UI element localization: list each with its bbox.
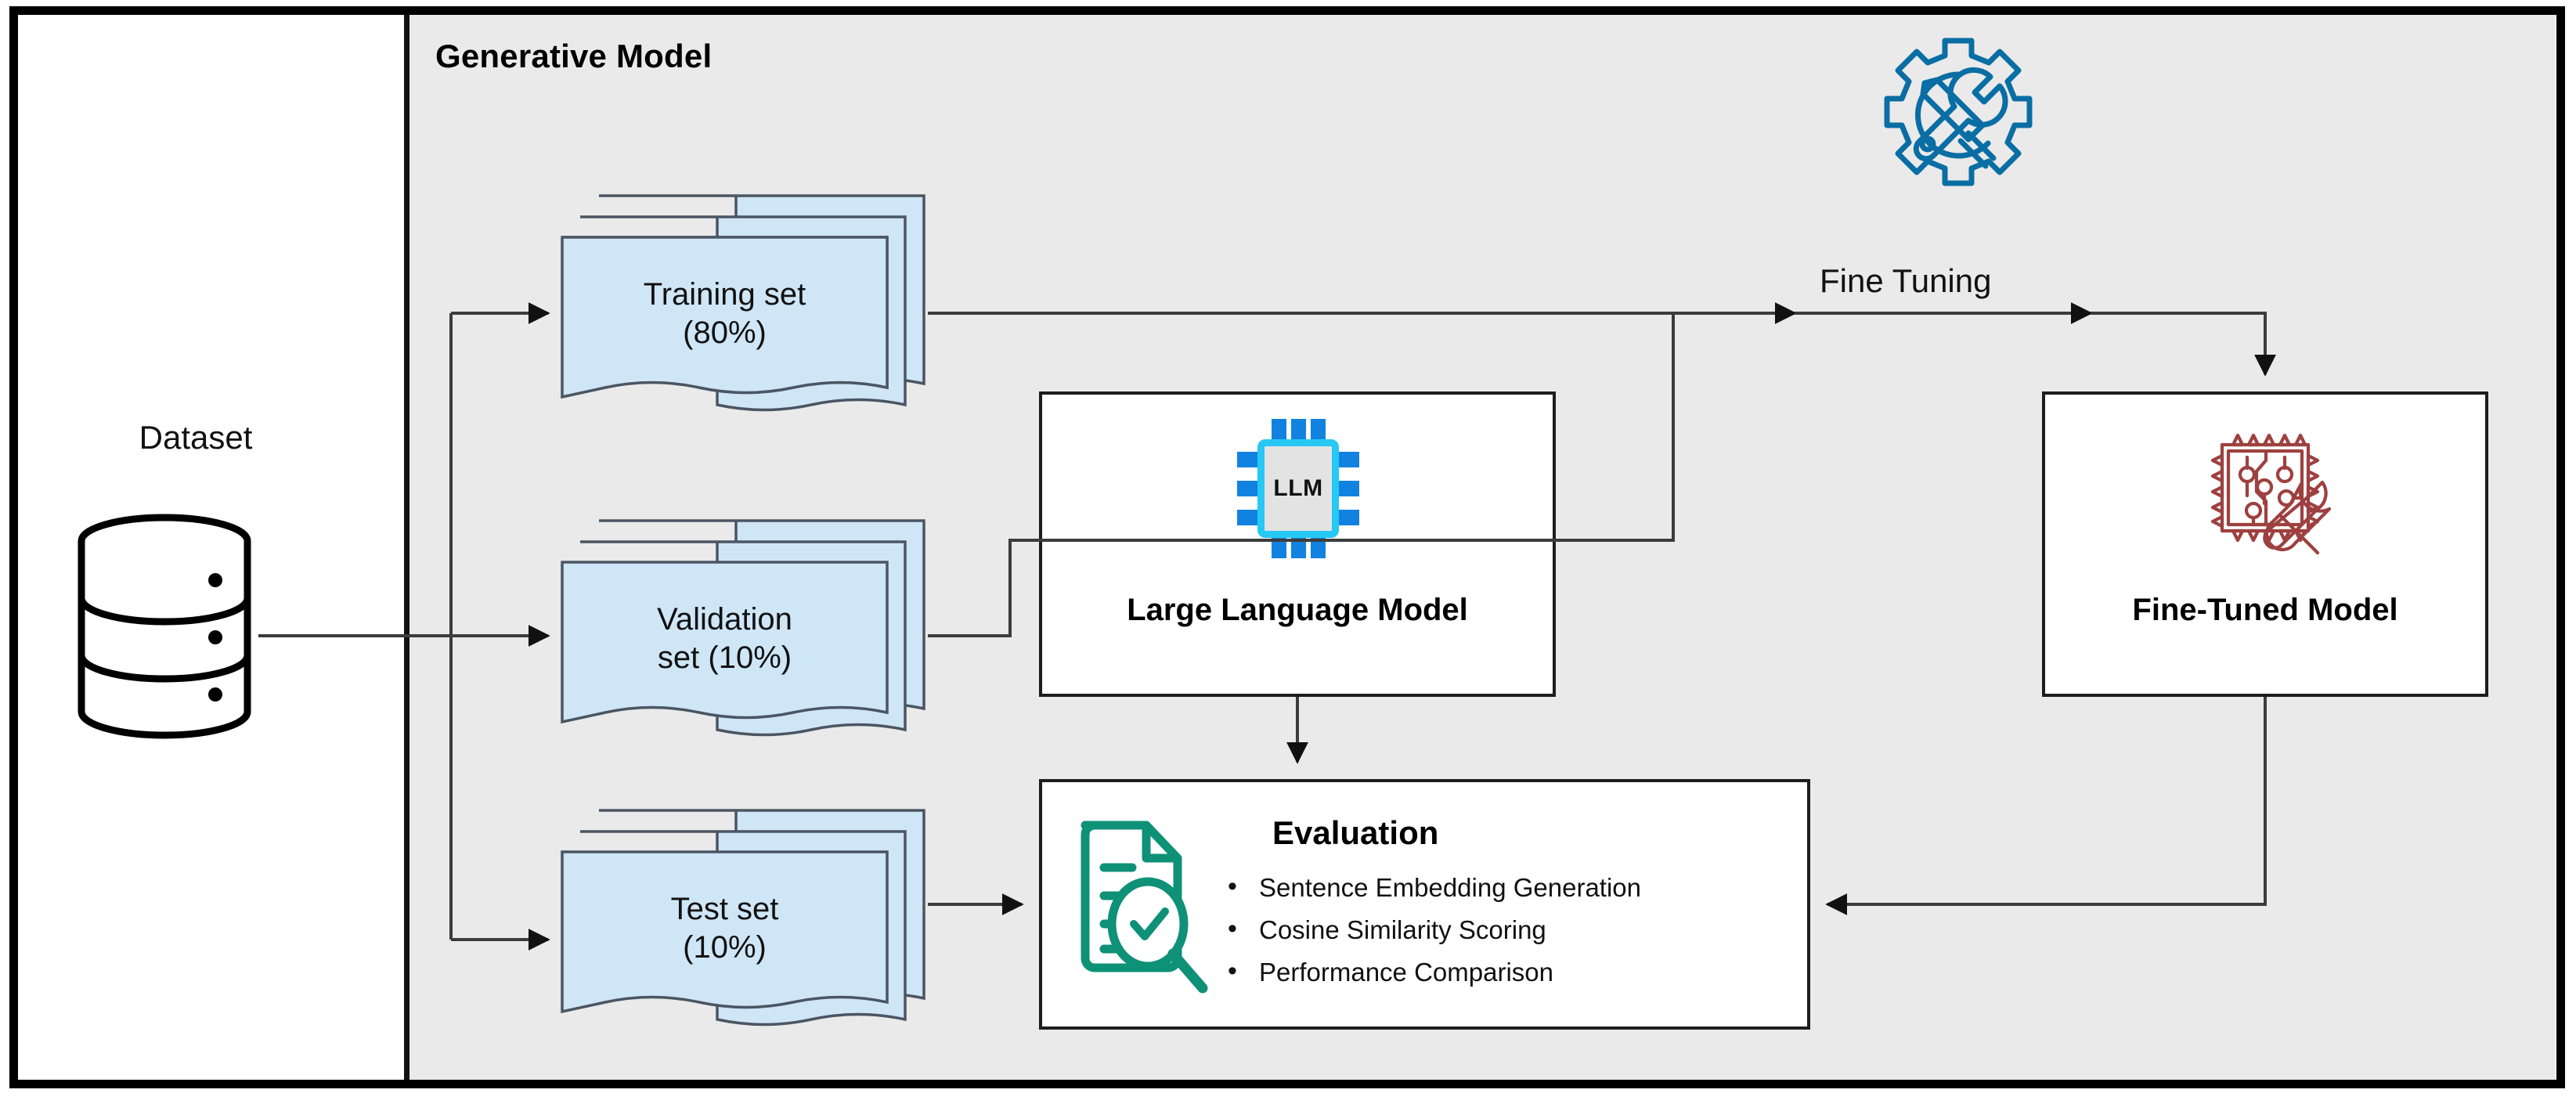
chip-label: LLM xyxy=(1273,475,1323,501)
fine-tuning-label: Fine Tuning xyxy=(1820,262,1992,299)
document-magnifier-check-icon xyxy=(1073,814,1229,994)
document-stack-icon-validation xyxy=(560,517,928,752)
cpu-chip-icon: LLM xyxy=(1237,419,1359,558)
gear-wrench-screwdriver-icon xyxy=(1873,30,2044,200)
list-item: Cosine Similarity Scoring xyxy=(1221,914,1641,945)
generative-model-title: Generative Model xyxy=(435,38,713,74)
chip-wrench-screwdriver-icon xyxy=(2192,423,2349,583)
evaluation-item-list: Sentence Embedding Generation Cosine Sim… xyxy=(1221,871,1641,1000)
document-stack-icon-test xyxy=(560,806,928,1041)
list-item: Sentence Embedding Generation xyxy=(1221,871,1641,903)
evaluation-title: Evaluation xyxy=(1272,814,1439,851)
database-cylinder-icon xyxy=(74,513,254,740)
label-test-set: Test set (10%) xyxy=(670,891,779,965)
label-training-set: Training set (80%) xyxy=(643,276,806,350)
document-stack-icon-training xyxy=(560,192,928,427)
label-validation-set: Validation set (10%) xyxy=(657,601,792,675)
list-item: Performance Comparison xyxy=(1221,956,1641,987)
fine-tuned-model-caption: Fine-Tuned Model xyxy=(2132,593,2398,627)
large-language-model-caption: Large Language Model xyxy=(1127,593,1468,627)
dataset-label: Dataset xyxy=(139,419,253,456)
